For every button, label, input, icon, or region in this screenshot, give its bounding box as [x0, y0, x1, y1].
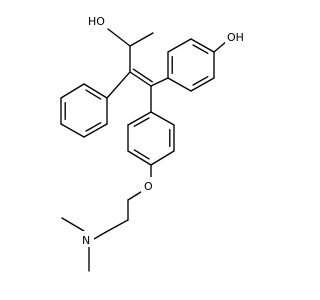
hydroxyl-right-bond [213, 40, 228, 53]
molecule-structure-diagram: HO OH O N [60, 12, 249, 272]
atom-label-layer: HO OH O N [80, 12, 249, 247]
aryl-ether-ring-bond-6-double [133, 117, 150, 127]
aryl-ether-ring-bond-6 [127, 111, 152, 126]
nitrogen-methyl-bond-upper [61, 217, 85, 232]
phenol-ring-bond-1 [190, 38, 215, 53]
phenol-ring-bond-6 [167, 38, 192, 53]
hydroxyl-right-mask [225, 28, 249, 44]
phenyl-ring-bond-1-double [85, 89, 102, 100]
phenyl-ring-bond-3-double [85, 122, 102, 132]
ether-oxygen-mask [141, 177, 155, 193]
amine-nitrogen-label: N [82, 234, 90, 247]
hydroxyl-left-mask [86, 12, 110, 28]
aryl-ether-ring-bond-1 [150, 111, 175, 126]
ethylene-bond-2 [105, 219, 129, 233]
central-alkene-bond [129, 71, 152, 87]
aryl-ether-ring-bond-4 [127, 150, 152, 166]
hydroxyl-right-label: OH [227, 31, 244, 44]
aryl-ether-ring-bond-3 [150, 150, 175, 166]
phenol-ring-bond-3 [190, 77, 215, 92]
phenyl-ring-bond-1 [83, 83, 108, 99]
nitrogen-chain-bond [93, 231, 107, 240]
phenyl-ring-attachment-bond [106, 71, 131, 99]
phenyl-ring-bond-3 [83, 123, 108, 138]
hydroxyl-left-bond [107, 28, 131, 47]
phenol-ring-attachment-bond [150, 77, 169, 87]
molecule-canvas: HO OH O N [60, 12, 249, 272]
phenyl-ring-bond-6 [60, 83, 85, 99]
phenol-ring-bond-4 [167, 77, 192, 92]
phenyl-ring-bond-4 [60, 123, 85, 138]
bond-layer [60, 28, 228, 272]
central-alkene-bond-double [132, 68, 153, 83]
ether-oxygen-label: O [144, 180, 153, 193]
hydroxyl-left-label: HO [88, 15, 105, 28]
aryl-ether-ring-bond-4-double [133, 149, 150, 160]
amine-nitrogen-mask [80, 231, 94, 247]
phenol-ring-bond-1-double [192, 44, 209, 54]
phenol-ring-bond-3-double [192, 76, 209, 86]
methyl-bond [129, 32, 154, 47]
